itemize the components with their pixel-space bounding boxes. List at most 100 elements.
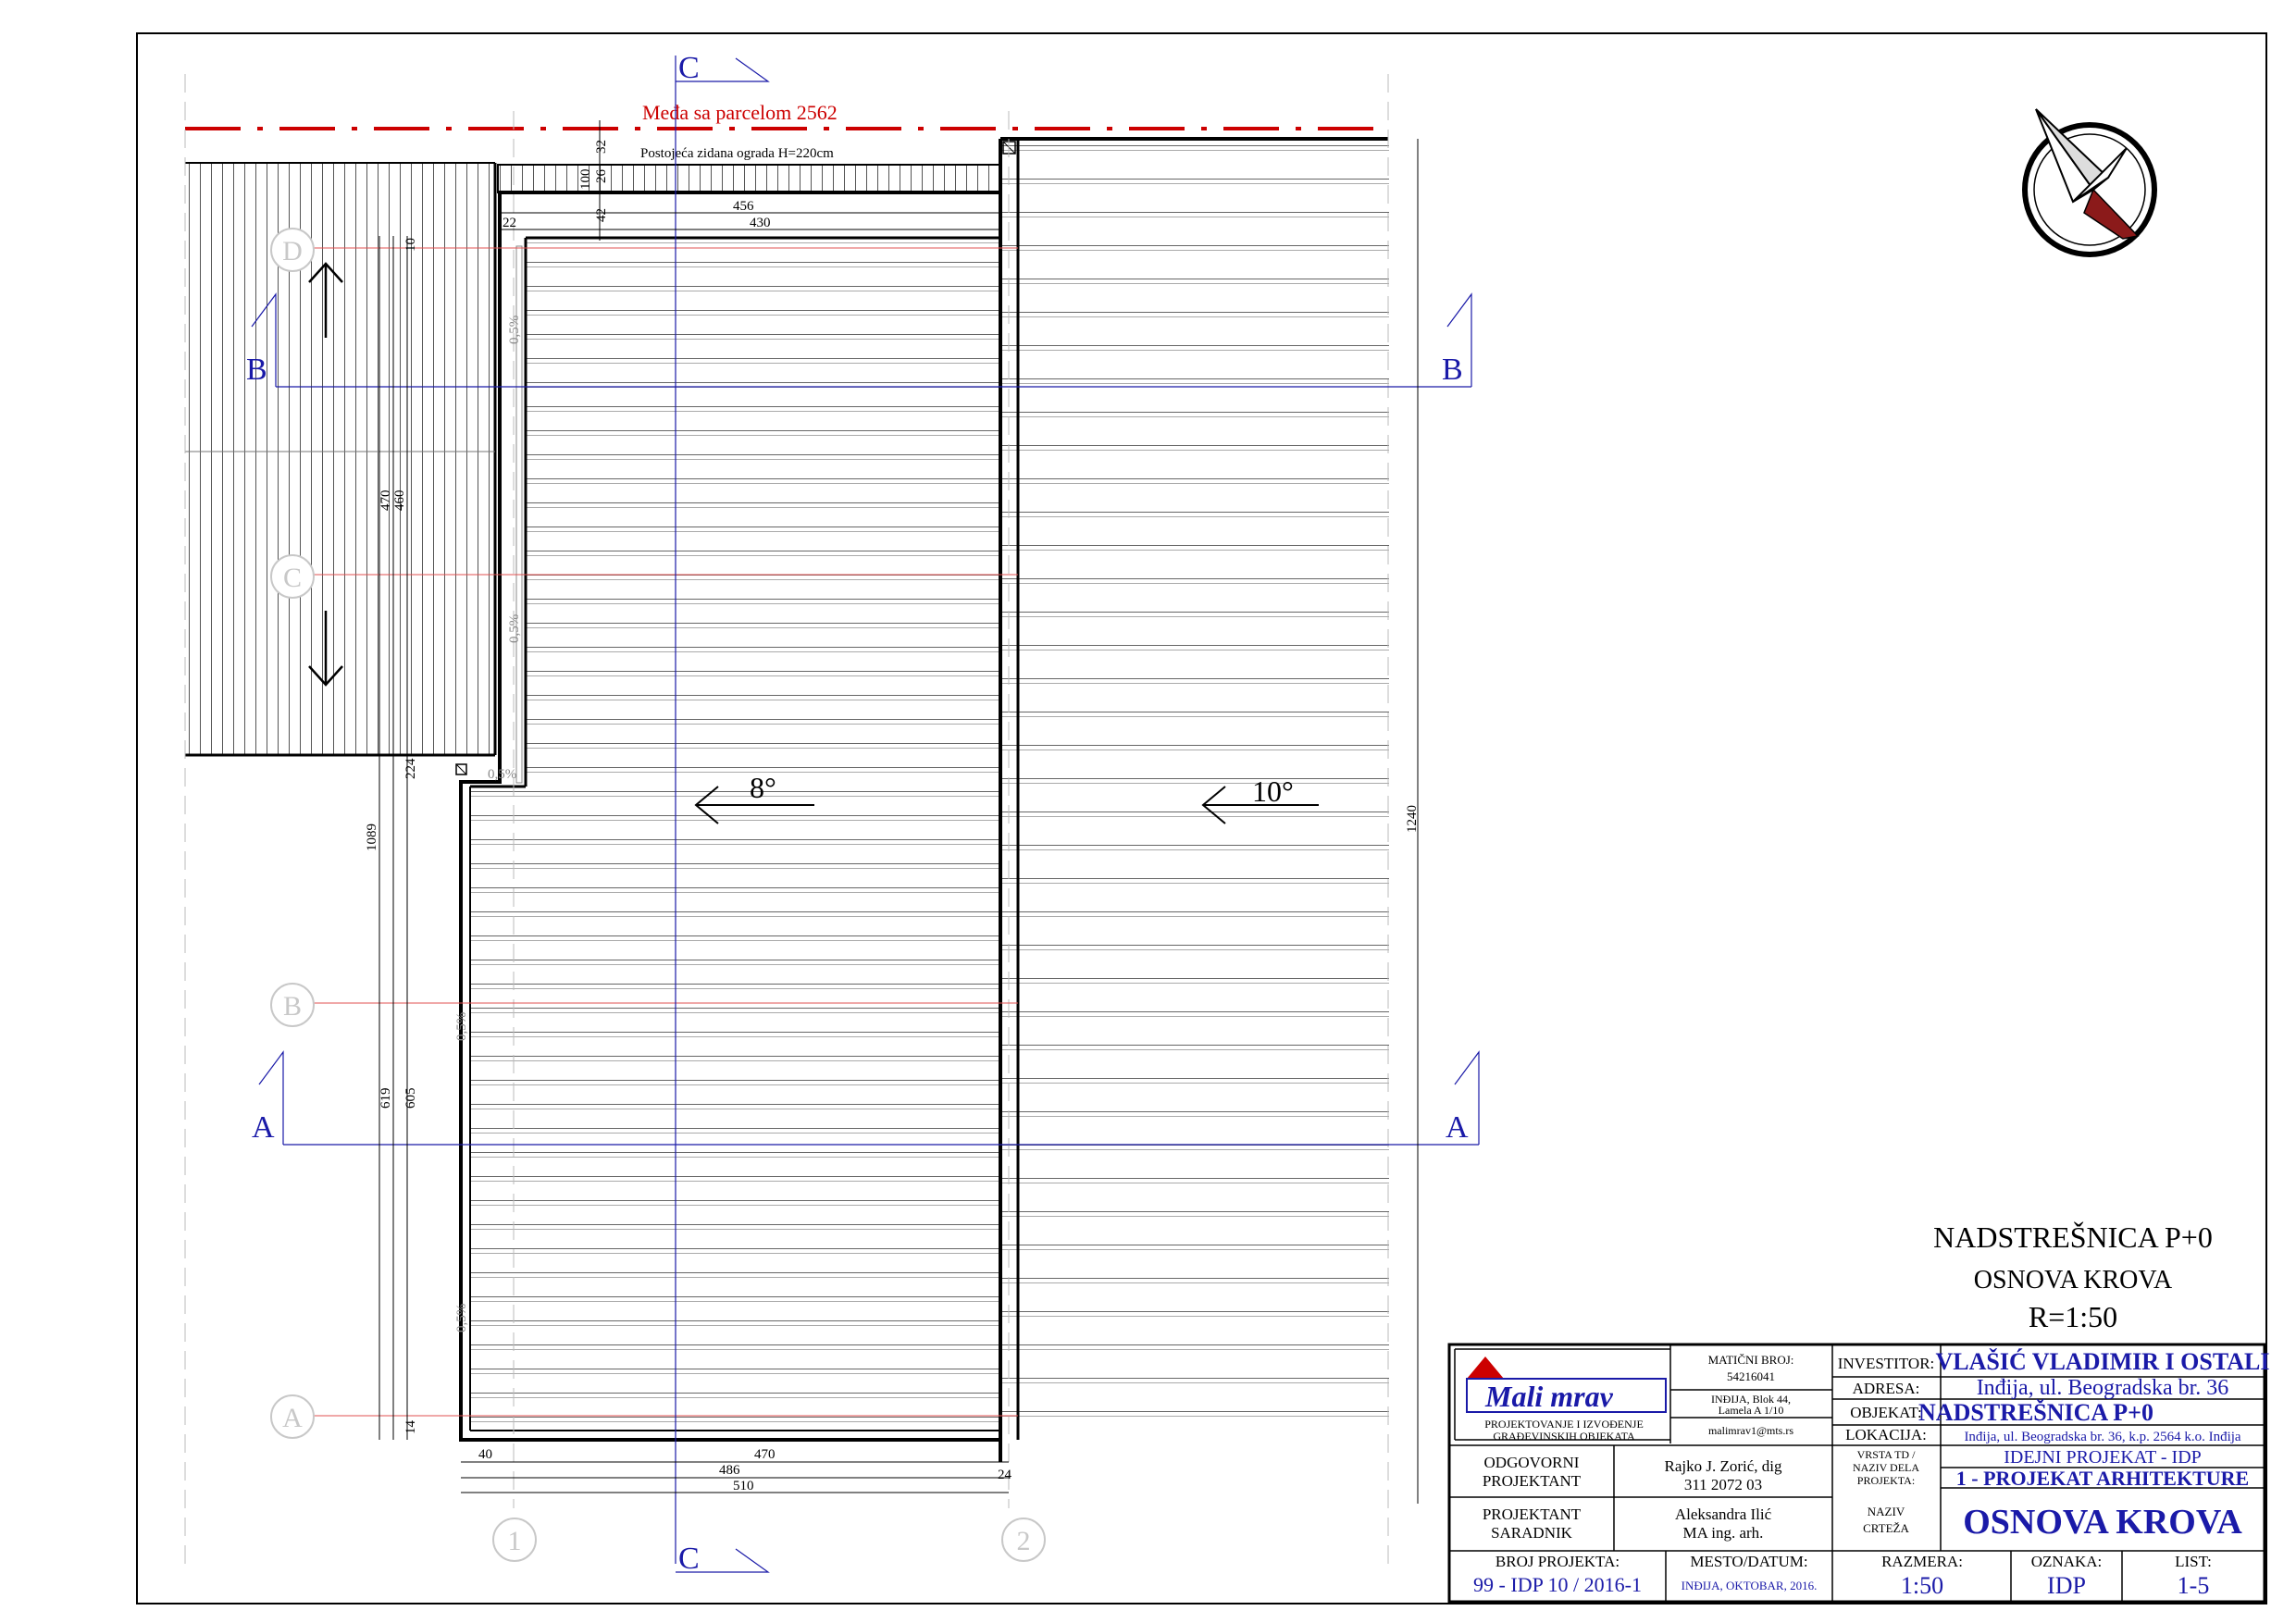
adresa-value: Inđija, ul. Beogradska br. 36 bbox=[1977, 1376, 2229, 1400]
saradnik-label2: SARADNIK bbox=[1491, 1524, 1573, 1542]
investitor-label: INVESTITOR: bbox=[1838, 1355, 1935, 1372]
naziv-label2: CRTEŽA bbox=[1863, 1521, 1909, 1535]
vrsta-label3: PROJEKTA: bbox=[1857, 1474, 1915, 1487]
gutter-slope-1: 0,5% bbox=[507, 316, 522, 344]
existing-wall bbox=[497, 164, 1001, 193]
svg-text:456: 456 bbox=[733, 199, 754, 214]
naziv-value: OSNOVA KROVA bbox=[1963, 1503, 2242, 1542]
mesto-value: INĐIJA, OKTOBAR, 2016. bbox=[1682, 1579, 1818, 1592]
svg-text:470: 470 bbox=[754, 1447, 776, 1462]
svg-text:10: 10 bbox=[403, 238, 418, 252]
section-a-right: A bbox=[1446, 1110, 1469, 1145]
list-value: 1-5 bbox=[2178, 1572, 2210, 1599]
deo-value: 1 - PROJEKAT ARHITEKTURE bbox=[1956, 1467, 2249, 1490]
broj-label: BROJ PROJEKTA: bbox=[1496, 1553, 1620, 1570]
naziv-label1: NAZIV bbox=[1868, 1505, 1905, 1518]
saradnik-label1: PROJEKTANT bbox=[1483, 1505, 1582, 1523]
odgovorni-label1: ODGOVORNI bbox=[1484, 1454, 1580, 1471]
objekat-value: NADSTREŠNICA P+0 bbox=[1918, 1399, 2153, 1426]
svg-text:486: 486 bbox=[719, 1463, 740, 1478]
adjacent-structure bbox=[185, 163, 495, 755]
saradnik-title: MA ing. arh. bbox=[1683, 1524, 1764, 1542]
grid-axis-red bbox=[305, 247, 1018, 1417]
title-block: Mali mrav PROJEKTOVANJE I IZVOĐENJE GRAĐ… bbox=[1447, 1343, 2270, 1604]
odgovorni-name: Rajko J. Zorić, dig bbox=[1664, 1457, 1782, 1475]
svg-text:460: 460 bbox=[392, 490, 407, 512]
svg-text:24: 24 bbox=[998, 1468, 1012, 1482]
gutter-slope-5: 0,5% bbox=[454, 1304, 469, 1332]
vrsta-value: IDEJNI PROJEKAT - IDP bbox=[2004, 1447, 2202, 1468]
dimension-texts: 32 26 100 42 456 430 22 10 470 460 1089 … bbox=[365, 140, 1420, 1493]
svg-text:100: 100 bbox=[578, 169, 593, 191]
mb-value: 54216041 bbox=[1727, 1369, 1775, 1383]
grid-lines bbox=[184, 74, 1389, 1564]
svg-text:22: 22 bbox=[503, 216, 516, 230]
svg-text:PROJEKTOVANJE I IZVOĐENJE: PROJEKTOVANJE I IZVOĐENJE bbox=[1484, 1418, 1644, 1431]
section-c-bottom: C bbox=[678, 1542, 700, 1576]
gutter-slope-3: 0,5% bbox=[488, 767, 516, 782]
odgovorni-label2: PROJEKTANT bbox=[1483, 1472, 1582, 1490]
axis-label-1: 1 bbox=[508, 1526, 522, 1556]
address-line1: INĐIJA, Blok 44, bbox=[1711, 1393, 1791, 1406]
svg-text:40: 40 bbox=[478, 1447, 492, 1462]
north-arrow-icon bbox=[2022, 108, 2157, 257]
vrsta-label2: NAZIV DELA bbox=[1853, 1461, 1919, 1474]
property-boundary-label: Međa sa parcelom 2562 bbox=[642, 101, 838, 124]
slope-label-left: 8° bbox=[750, 771, 776, 804]
company-logo: Mali mrav PROJEKTOVANJE I IZVOĐENJE GRAĐ… bbox=[1466, 1357, 1667, 1443]
razmera-label: RAZMERA: bbox=[1881, 1553, 1963, 1570]
svg-text:GRAĐEVINSKIH OBJEKATA: GRAĐEVINSKIH OBJEKATA bbox=[1493, 1430, 1635, 1443]
slope-arrow-right bbox=[1201, 786, 1319, 824]
address-line2: Lamela A 1/10 bbox=[1719, 1404, 1784, 1417]
oznaka-value: IDP bbox=[2047, 1572, 2086, 1599]
razmera-value: 1:50 bbox=[1901, 1572, 1943, 1599]
existing-wall-label: Postojeća zidana ograda H=220cm bbox=[640, 146, 834, 161]
svg-text:430: 430 bbox=[750, 216, 771, 230]
section-b-left: B bbox=[246, 353, 267, 387]
broj-value: 99 - IDP 10 / 2016-1 bbox=[1473, 1573, 1642, 1596]
svg-text:470: 470 bbox=[379, 490, 393, 512]
sheet-title-line1: NADSTREŠNICA P+0 bbox=[1933, 1220, 2213, 1254]
axis-label-c: C bbox=[283, 563, 302, 593]
svg-text:Mali mrav: Mali mrav bbox=[1484, 1380, 1614, 1413]
drainage-arrows bbox=[308, 262, 343, 687]
mesto-label: MESTO/DATUM: bbox=[1690, 1553, 1807, 1570]
section-c-top: C bbox=[678, 51, 700, 85]
investitor-value: VLAŠIĆ VLADIMIR I OSTALI bbox=[1936, 1348, 2270, 1375]
mb-label: MATIČNI BROJ: bbox=[1708, 1353, 1794, 1367]
grid-bubbles: D C B A 1 2 bbox=[270, 228, 1046, 1562]
slope-arrow-left bbox=[694, 786, 814, 824]
svg-text:32: 32 bbox=[594, 140, 609, 154]
slope-label-right: 10° bbox=[1252, 774, 1294, 808]
sheet-frame bbox=[136, 32, 2267, 1604]
axis-label-d: D bbox=[282, 236, 303, 266]
lokacija-value: Inđija, ul. Beogradska br. 36, k.p. 2564… bbox=[1964, 1430, 2240, 1444]
roof-left bbox=[455, 191, 1002, 1442]
svg-text:26: 26 bbox=[594, 169, 609, 184]
svg-text:619: 619 bbox=[379, 1088, 393, 1109]
sheet-title-line2: OSNOVA KROVA bbox=[1974, 1266, 2173, 1295]
svg-text:510: 510 bbox=[733, 1479, 754, 1493]
adresa-label: ADRESA: bbox=[1853, 1380, 1920, 1397]
svg-text:605: 605 bbox=[403, 1088, 418, 1109]
svg-text:224: 224 bbox=[403, 758, 418, 779]
objekat-label: OBJEKAT: bbox=[1850, 1404, 1922, 1421]
odgovorni-lic: 311 2072 03 bbox=[1684, 1476, 1762, 1493]
sheet-title-line3: R=1:50 bbox=[2029, 1300, 2117, 1333]
oznaka-label: OZNAKA: bbox=[2031, 1553, 2103, 1570]
dimension-lines bbox=[379, 120, 1419, 1504]
section-a-left: A bbox=[252, 1110, 275, 1145]
email: malimrav1@mts.rs bbox=[1708, 1424, 1793, 1437]
gutter-slope-2: 0,5% bbox=[507, 614, 522, 643]
lokacija-label: LOKACIJA: bbox=[1845, 1426, 1927, 1443]
vrsta-label1: VRSTA TD / bbox=[1857, 1448, 1916, 1461]
gutter-slope-4: 0,5% bbox=[454, 1012, 469, 1041]
section-lines bbox=[251, 56, 1480, 1573]
axis-label-b: B bbox=[283, 991, 302, 1022]
axis-label-2: 2 bbox=[1017, 1526, 1031, 1556]
svg-text:14: 14 bbox=[403, 1420, 418, 1435]
svg-text:1089: 1089 bbox=[365, 824, 379, 851]
saradnik-name: Aleksandra Ilić bbox=[1675, 1505, 1772, 1523]
list-label: LIST: bbox=[2175, 1553, 2212, 1570]
